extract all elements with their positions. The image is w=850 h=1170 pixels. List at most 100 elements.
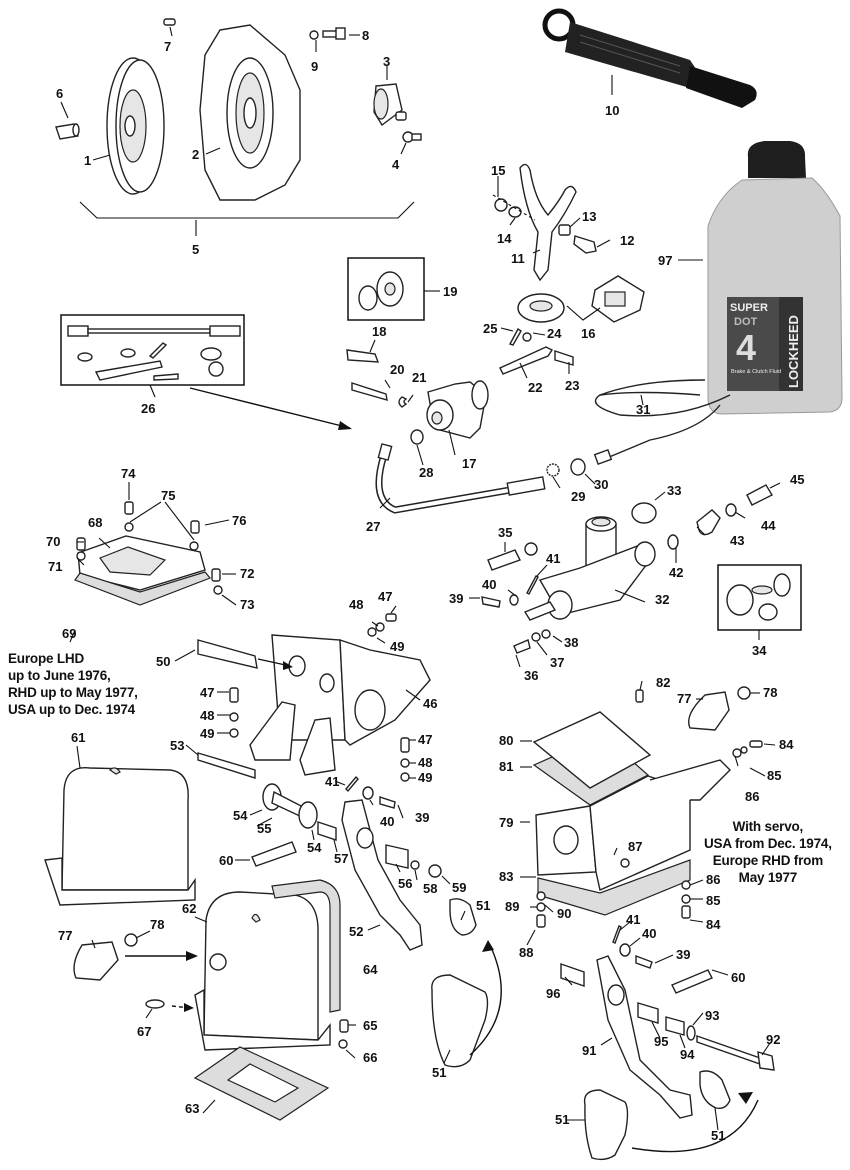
lhd-application-note: Europe LHD up to June 1976, RHD up to Ma… bbox=[8, 650, 138, 718]
servo-note-line: Europe RHD from bbox=[712, 853, 824, 868]
rubber-gaiter bbox=[517, 275, 645, 323]
callout-60-pedal: 60 bbox=[219, 853, 233, 868]
bolt-72 bbox=[211, 568, 221, 582]
arrow-51-curve-b bbox=[631, 1099, 759, 1153]
callout-59: 59 bbox=[452, 880, 466, 895]
pedal-pad-51b bbox=[431, 974, 489, 1068]
callout-6: 6 bbox=[56, 86, 63, 101]
callout-40-servo: 40 bbox=[642, 926, 656, 941]
callout-73: 73 bbox=[240, 597, 254, 612]
callout-92: 92 bbox=[766, 1032, 780, 1047]
callout-44: 44 bbox=[761, 518, 776, 533]
spigot-bush bbox=[55, 123, 80, 140]
split-pin-41c bbox=[612, 925, 622, 944]
adaptor-43 bbox=[696, 509, 721, 536]
callout-41-master: 41 bbox=[546, 551, 560, 566]
washer-89b bbox=[536, 902, 546, 912]
clutch-pedal-52 bbox=[341, 799, 423, 951]
callout-87: 87 bbox=[628, 839, 642, 854]
callout-90: 90 bbox=[557, 906, 571, 921]
washer-48a bbox=[375, 622, 385, 632]
washer-58 bbox=[410, 860, 420, 870]
dowel-pin bbox=[163, 18, 176, 26]
callout-54-right: 54 bbox=[307, 840, 322, 855]
callout-82: 82 bbox=[656, 675, 670, 690]
callout-9: 9 bbox=[311, 59, 318, 74]
pushrod-clevis bbox=[487, 542, 538, 571]
callout-31: 31 bbox=[636, 402, 650, 417]
servo-note-line: With servo, bbox=[732, 819, 804, 834]
fluid-bottle: SUPER DOT 4 Brake & Clutch Fluid LOCKHEE… bbox=[707, 141, 843, 415]
callout-8: 8 bbox=[362, 28, 369, 43]
callout-55: 55 bbox=[257, 821, 271, 836]
bottle-brand-text: LOCKHEED bbox=[786, 315, 801, 388]
callout-labels: 1 2 3 4 5 6 7 8 9 10 11 12 13 14 15 16 1… bbox=[46, 28, 804, 1143]
callout-51-servo-rubber: 51 bbox=[711, 1128, 725, 1143]
circlip bbox=[398, 396, 408, 408]
seal-kit bbox=[358, 271, 404, 311]
callout-4: 4 bbox=[392, 157, 400, 172]
switch-77b bbox=[687, 691, 730, 731]
bolt-74 bbox=[124, 501, 134, 515]
callout-86-bottom: 86 bbox=[706, 872, 720, 887]
shakeproof-washer bbox=[546, 463, 560, 477]
callout-47-top: 47 bbox=[378, 589, 392, 604]
servo-note-line: May 1977 bbox=[738, 870, 798, 885]
lhd-note-line: up to June 1976, bbox=[8, 668, 111, 683]
callout-49-left: 49 bbox=[200, 726, 214, 741]
clevis-pin-39 bbox=[481, 596, 501, 608]
callout-57: 57 bbox=[334, 851, 348, 866]
callout-18: 18 bbox=[372, 324, 386, 339]
bolt-76 bbox=[190, 520, 200, 534]
bolt-84a bbox=[749, 740, 763, 748]
callout-51-servo-pad: 51 bbox=[555, 1112, 569, 1127]
callout-96: 96 bbox=[546, 986, 560, 1001]
callout-38: 38 bbox=[564, 635, 578, 650]
callout-67: 67 bbox=[137, 1024, 151, 1039]
pedal-cover-61 bbox=[44, 766, 196, 906]
callout-93: 93 bbox=[705, 1008, 719, 1023]
callout-74: 74 bbox=[121, 466, 136, 481]
bolt-47b bbox=[229, 687, 239, 703]
pedal-box-bracket bbox=[249, 634, 431, 776]
split-pin-41 bbox=[526, 575, 539, 595]
callout-7: 7 bbox=[164, 39, 171, 54]
servo-note-line: USA from Dec. 1974, bbox=[704, 836, 832, 851]
washer-75a bbox=[124, 522, 134, 532]
washer-28 bbox=[410, 429, 424, 445]
clutch-pipe bbox=[593, 379, 731, 465]
callout-40-pedal: 40 bbox=[380, 814, 394, 829]
callout-75: 75 bbox=[161, 488, 175, 503]
callout-1: 1 bbox=[84, 153, 91, 168]
callout-46: 46 bbox=[423, 696, 437, 711]
pedal-box-79 bbox=[532, 711, 731, 891]
callout-27: 27 bbox=[366, 519, 380, 534]
gasket-64 bbox=[271, 879, 341, 1013]
callout-47-left: 47 bbox=[200, 685, 214, 700]
return-spring-60b bbox=[671, 969, 713, 994]
callout-29: 29 bbox=[571, 489, 585, 504]
callout-41-pedal: 41 bbox=[325, 774, 339, 789]
bolt-92 bbox=[696, 1035, 775, 1071]
pedal-bush-54b bbox=[298, 801, 318, 829]
callout-77-left: 77 bbox=[58, 928, 72, 943]
washer-71 bbox=[76, 551, 86, 561]
washer-75b bbox=[189, 541, 199, 551]
callout-45: 45 bbox=[790, 472, 804, 487]
lhd-note-line: USA up to Dec. 1974 bbox=[8, 702, 135, 717]
washer-93 bbox=[686, 1025, 696, 1041]
bottle-grade-text: 4 bbox=[736, 327, 756, 368]
arrow-50-head bbox=[283, 661, 293, 670]
callout-5: 5 bbox=[192, 242, 199, 257]
callout-10: 10 bbox=[605, 103, 619, 118]
bleed-screw bbox=[346, 349, 380, 363]
fork-axis bbox=[492, 194, 536, 221]
pedal-rubber-51c bbox=[699, 1070, 731, 1110]
callout-47-right: 47 bbox=[418, 732, 432, 747]
callout-81: 81 bbox=[499, 759, 513, 774]
callout-19: 19 bbox=[443, 284, 457, 299]
callout-68: 68 bbox=[88, 515, 102, 530]
callout-69: 69 bbox=[62, 626, 76, 641]
arrow-77-head bbox=[186, 951, 198, 961]
washer-48c bbox=[400, 758, 410, 768]
